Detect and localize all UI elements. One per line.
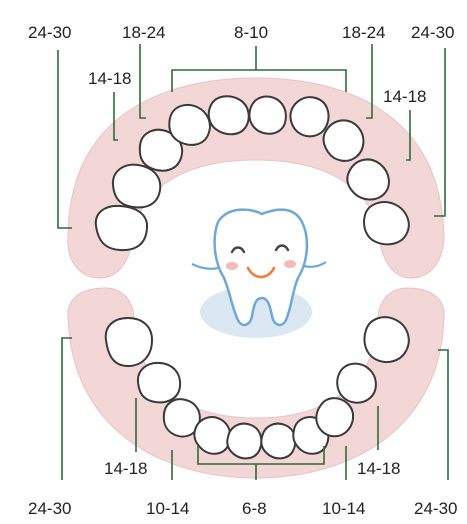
upper-tooth [209,96,249,134]
label-bottom-far-right: 24-30 [414,499,457,518]
mascot-left-arm [192,264,218,269]
mascot-right-arm [304,262,326,267]
upper-tooth [96,206,147,250]
label-bottom-left-10-14: 10-14 [146,499,189,518]
upper-tooth [113,165,160,208]
leader-line [438,350,448,480]
upper-tooth [249,97,285,134]
lower-tooth [316,398,353,436]
upper-tooth [347,159,389,199]
label-top-right-14-18: 14-18 [383,87,426,106]
label-top-left-18-24: 18-24 [122,23,165,42]
smiling-tooth-icon [192,210,326,338]
lower-tooth [261,424,295,459]
label-bottom-center: 6-8 [242,499,267,518]
upper-tooth [290,97,328,136]
label-top-far-left: 24-30 [28,23,71,42]
mascot-left-cheek [226,262,238,270]
leader-line [58,50,72,228]
label-top-far-right: 24-30 [411,23,454,42]
lower-tooth [337,364,376,403]
leader-line [62,338,72,480]
label-bottom-far-left: 24-30 [28,499,71,518]
upper-tooth [169,105,210,145]
label-top-right-18-24: 18-24 [342,23,385,42]
upper-tooth [324,120,364,160]
lower-tooth [227,424,261,459]
upper-tooth [364,202,409,244]
lower-tooth [194,417,230,454]
label-bottom-right-10-14: 10-14 [322,499,365,518]
lower-tooth [106,318,152,366]
label-top-left-14-18: 14-18 [88,69,131,88]
lower-tooth [364,317,408,362]
lower-tooth [138,363,180,402]
label-bottom-left-14-18: 14-18 [104,459,147,478]
mascot-right-cheek [284,260,296,268]
label-bottom-right-14-18: 14-18 [357,459,400,478]
label-top-center: 8-10 [234,23,268,42]
